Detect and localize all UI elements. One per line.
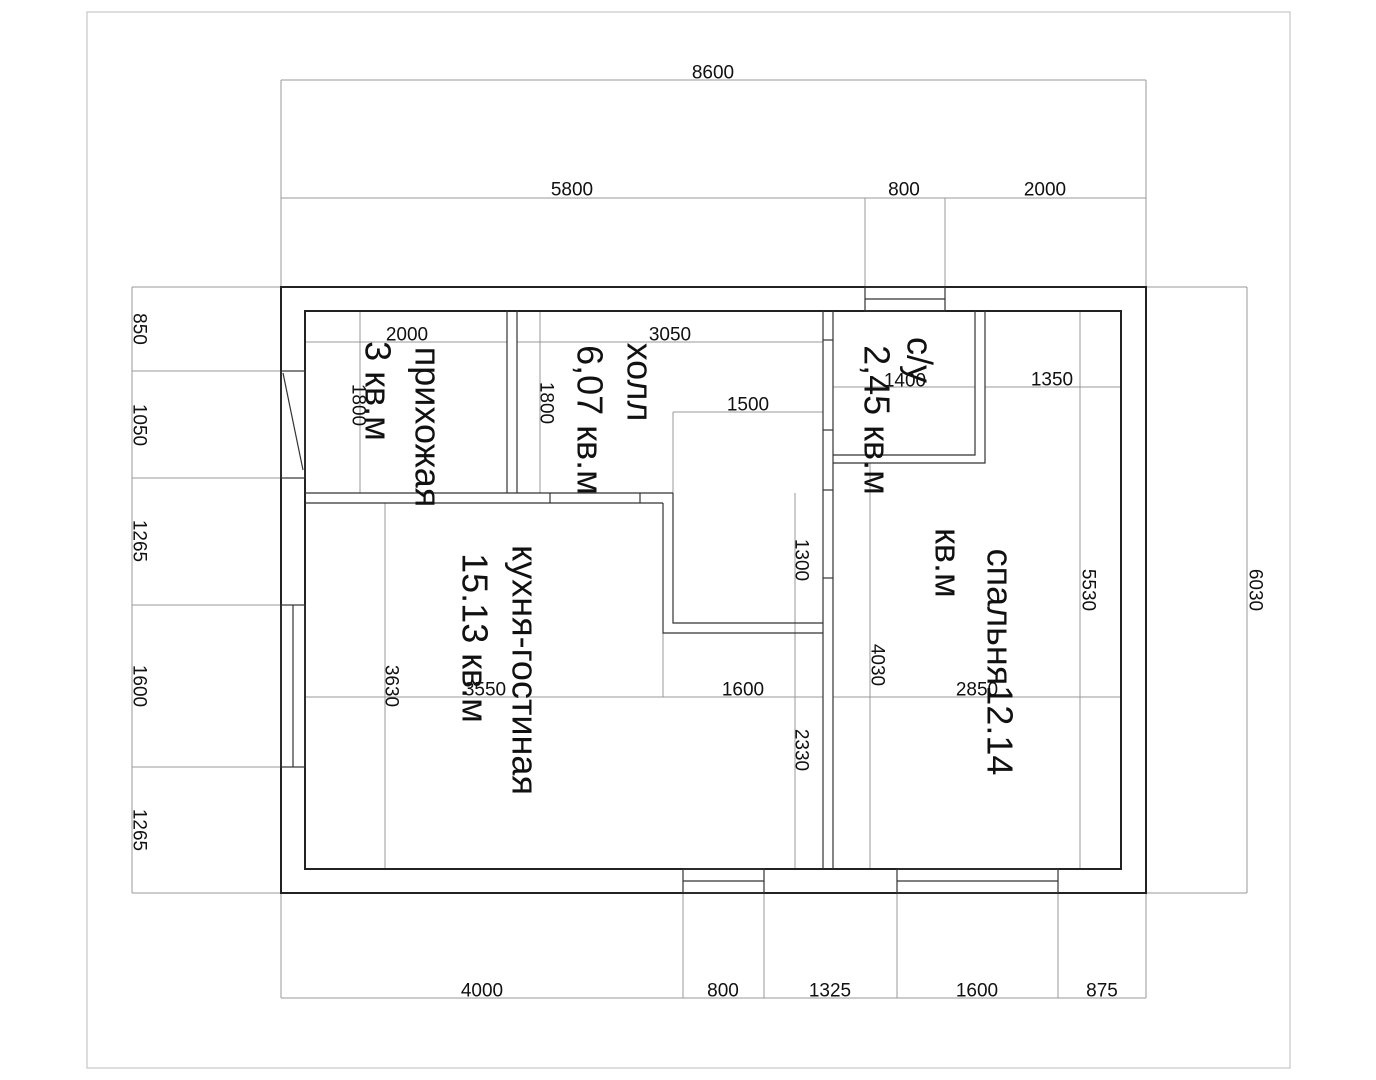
window-left: [280, 604, 306, 768]
room-bathroom-area: 2,45 кв.м: [857, 345, 898, 495]
dim-left-1: 850: [129, 313, 150, 345]
window-bottom-kitchen: [682, 868, 765, 894]
dim-entry-width: 2000: [386, 325, 428, 346]
room-bathroom-name: с/у: [900, 337, 941, 383]
dim-top-3: 2000: [1024, 180, 1066, 201]
dim-kitchen-ext-height: 2330: [791, 729, 812, 771]
dim-bedroom-height: 5530: [1078, 569, 1099, 611]
room-bedroom-area: кв.м: [928, 528, 969, 598]
dimension-lines: [131, 79, 1248, 999]
dim-bottom-3: 1325: [809, 981, 851, 1002]
dim-kitchen-width: 3550: [464, 680, 506, 701]
dim-corridor-height: 1300: [791, 539, 812, 581]
dim-kitchen-ext-width: 1600: [722, 680, 764, 701]
window-bottom-bedroom: [896, 868, 1059, 894]
room-entry-name: прихожая: [408, 347, 449, 507]
dim-kitchen-height: 3630: [381, 665, 402, 707]
dim-hall-height: 1800: [536, 382, 557, 424]
room-hall-name: холл: [620, 343, 661, 422]
room-entry-area: 3 кв.м: [358, 341, 399, 441]
dim-bottom-5: 875: [1086, 981, 1118, 1002]
dim-bottom-4: 1600: [956, 981, 998, 1002]
dim-entry-height: 1800: [348, 384, 369, 426]
dim-top-1: 5800: [551, 180, 593, 201]
dim-bottom-2: 800: [707, 981, 739, 1002]
entrance-door: [280, 370, 306, 479]
dim-left-4: 1600: [129, 665, 150, 707]
dim-overall-height: 6030: [1245, 569, 1266, 611]
dim-corridor-width: 1500: [727, 395, 769, 416]
dim-left-3: 1265: [129, 520, 150, 562]
dim-hall-width: 3050: [649, 325, 691, 346]
drawing-frame: [86, 11, 1291, 1069]
window-top: [864, 286, 946, 312]
dim-left-5: 1265: [129, 809, 150, 851]
dim-bottom-1: 4000: [461, 981, 503, 1002]
dim-bedroom-top: 1350: [1031, 370, 1073, 391]
dim-top-2: 800: [888, 180, 920, 201]
room-kitchen-name: кухня-гостиная: [505, 545, 546, 795]
room-hall-area: 6,07 кв.м: [570, 345, 611, 495]
dim-bedroom-width: 2850: [956, 680, 998, 701]
dim-overall-width: 8600: [692, 63, 734, 84]
dim-bath-width: 1400: [884, 371, 926, 392]
dim-left-2: 1050: [129, 404, 150, 446]
room-kitchen-area: 15.13 кв.м: [455, 553, 496, 723]
dim-bedroom-lower: 4030: [867, 644, 888, 686]
room-bedroom-name: спальня12.14: [980, 549, 1021, 776]
